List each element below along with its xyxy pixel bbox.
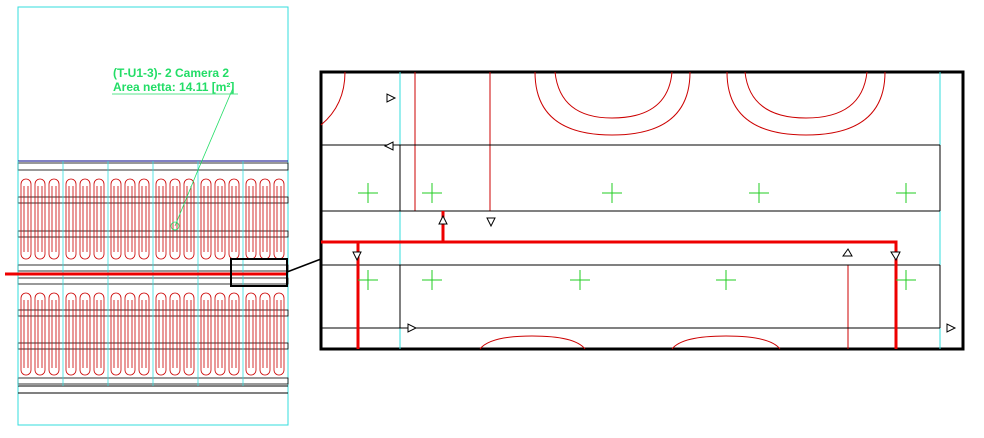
cross-marker bbox=[358, 270, 378, 290]
arrow-down-icon bbox=[352, 251, 362, 262]
pipe-loop bbox=[214, 178, 226, 260]
pipe-loop bbox=[259, 292, 271, 376]
pipe-loop bbox=[138, 178, 150, 260]
pipe-loop bbox=[93, 292, 105, 376]
leader-line bbox=[197, 87, 234, 171]
pipe-loop bbox=[273, 178, 285, 260]
pipe-loop bbox=[200, 178, 212, 260]
pipe-loop bbox=[65, 178, 77, 260]
detail-view bbox=[319, 70, 965, 351]
pipe-loops bbox=[320, 71, 886, 350]
pipe-loop bbox=[110, 178, 122, 260]
heating-panels bbox=[17, 161, 289, 386]
pipe-loop bbox=[20, 292, 32, 376]
cross-marker bbox=[716, 270, 736, 290]
pipe-loop bbox=[48, 292, 60, 376]
pipe-loop bbox=[34, 292, 46, 376]
leader-line-2 bbox=[174, 169, 199, 227]
pipe-loop bbox=[124, 292, 136, 376]
pipe-loop bbox=[65, 292, 77, 376]
arrow-down-icon bbox=[890, 251, 901, 262]
room-title: (T-U1-3)- 2 Camera 2 bbox=[113, 66, 229, 80]
pipe-loop bbox=[34, 178, 46, 260]
arrow-right-icon bbox=[407, 323, 418, 333]
pipe-loop bbox=[245, 292, 257, 376]
pipe-loop bbox=[155, 292, 167, 376]
fixing-points bbox=[358, 183, 916, 290]
detail-callout-box bbox=[230, 258, 288, 287]
pipe-loop bbox=[93, 178, 105, 260]
pipe-loop bbox=[228, 178, 240, 260]
arrow-up-icon bbox=[842, 248, 853, 257]
cross-marker bbox=[570, 270, 590, 290]
pipe-loop bbox=[138, 292, 150, 376]
arrow-right-icon bbox=[946, 323, 957, 333]
pipe-loop bbox=[228, 292, 240, 376]
arrow-left-icon bbox=[383, 141, 394, 151]
flow-arrows bbox=[352, 93, 957, 333]
cross-marker bbox=[422, 183, 442, 203]
cross-marker bbox=[422, 270, 442, 290]
arrow-up-icon bbox=[438, 214, 448, 225]
pipe-loop bbox=[169, 292, 181, 376]
pipe-loop bbox=[245, 178, 257, 260]
floor-plan-overview: (T-U1-3)- 2 Camera 2 Area netta: 14.11 [… bbox=[5, 6, 322, 426]
cross-marker bbox=[896, 270, 916, 290]
pipe-loop bbox=[124, 178, 136, 260]
pipe-loop bbox=[48, 178, 60, 260]
cross-marker bbox=[749, 183, 769, 203]
pipe-loop bbox=[169, 178, 181, 260]
cross-marker bbox=[896, 183, 916, 203]
pipe-loop bbox=[79, 178, 91, 260]
pipe-loop bbox=[20, 178, 32, 260]
pipe-loop bbox=[200, 292, 212, 376]
panel-outlines bbox=[321, 144, 941, 329]
pipe-loop bbox=[155, 178, 167, 260]
pipe-loop bbox=[79, 292, 91, 376]
pipe-loop bbox=[214, 292, 226, 376]
arrow-right-icon bbox=[386, 93, 397, 103]
callout-leader bbox=[286, 258, 322, 273]
arrow-down-icon bbox=[486, 217, 496, 228]
pipe-loop bbox=[273, 292, 285, 376]
pipe-loop bbox=[183, 292, 195, 376]
cross-marker bbox=[358, 183, 378, 203]
leader-anchor bbox=[170, 221, 180, 231]
pipe-loop bbox=[110, 292, 122, 376]
room-area: Area netta: 14.11 [m²] bbox=[113, 80, 234, 94]
cross-marker bbox=[602, 183, 622, 203]
pipe-loop bbox=[259, 178, 271, 260]
